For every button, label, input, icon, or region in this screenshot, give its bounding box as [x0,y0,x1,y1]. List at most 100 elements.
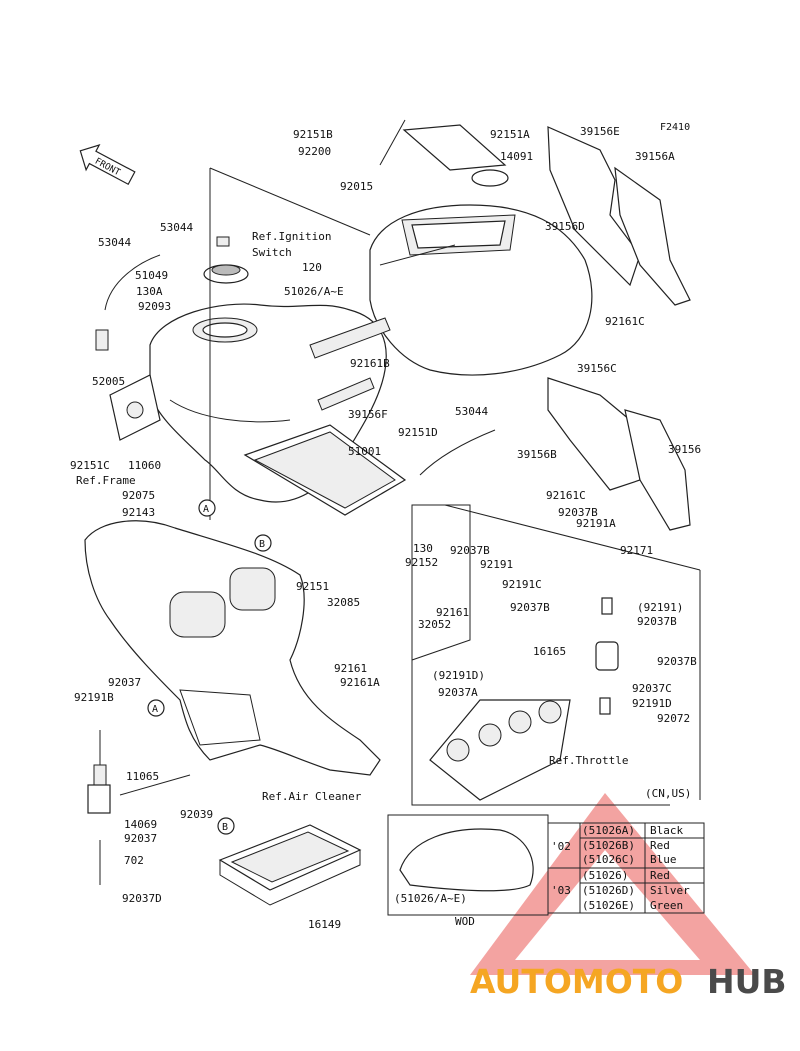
part-label: 16149 [308,918,341,931]
part-label: 92161 [334,662,367,675]
part-label: 92151C [70,459,110,472]
callout-labels: 92151B 92200 92015 92151A 14091 39156E 3… [70,125,701,931]
table-part: (51026) [582,869,628,882]
part-label: 92075 [122,489,155,502]
leader-lines [119,119,701,800]
part-label: 92200 [298,145,331,158]
hoses [87,254,496,885]
table-part: (51026A) [582,824,635,837]
part-label: 92151A [490,128,530,141]
part-label: 51026/A~E [284,285,344,298]
part-label: (51026/A~E) [394,892,467,905]
part-label: 130A [136,285,163,298]
part-label: 92161A [340,676,380,689]
table-part: (51026E) [582,899,635,912]
part-label: 92037B [637,615,677,628]
part-label: 14091 [500,150,533,163]
part-label: 92037 [108,676,141,689]
part-label: 92037B [558,506,598,519]
marker-a-2: A [152,704,158,715]
part-label: 92191A [576,517,616,530]
watermark-text: AUTOMOTO HUB [470,962,787,1001]
part-label: 53044 [160,221,193,234]
side-covers [547,126,691,531]
inset-box [387,814,705,916]
part-label: 39156A [635,150,675,163]
part-label: Ref.Throttle [549,754,628,767]
front-arrow-icon: FRONT [79,144,136,186]
table-year: '03 [551,884,571,897]
part-label: 92037A [438,686,478,699]
table-part: (51026D) [582,884,635,897]
table-color: Red [650,839,670,852]
part-label: 92191C [502,578,542,591]
part-label: 92161 [436,606,469,619]
watermark-right: HUB [707,962,787,1001]
part-label: 39156F [348,408,388,421]
part-label: 51001 [348,445,381,458]
part-label: 702 [124,854,144,867]
table-color: Black [650,824,683,837]
part-label: 51049 [135,269,168,282]
table-part: (51026C) [582,853,635,866]
tray-assembly [243,424,407,516]
part-label: 53044 [98,236,131,249]
part-label: 39156D [545,220,585,233]
fuel-filter [595,597,619,715]
part-label: 39156C [577,362,617,375]
part-label: 130 [413,542,433,555]
part-label: 52005 [92,375,125,388]
marker-circles: A B A B [147,499,272,835]
part-label: 11060 [128,459,161,472]
part-label: WOD [455,915,475,928]
part-label: 92191B [74,691,114,704]
part-label: 32085 [327,596,360,609]
rubber-strips [309,317,391,411]
figure-code: F2410 [660,122,690,133]
air-filter [218,824,362,906]
watermark-left: AUTOMOTO [470,962,683,1001]
part-label: 32052 [418,618,451,631]
marker-b-2: B [222,822,228,833]
part-label: 14069 [124,818,157,831]
tank-cover [369,124,593,376]
part-label: 92072 [657,712,690,725]
part-label: Switch [252,246,292,259]
part-label: Ref.Frame [76,474,136,487]
part-label: 92093 [138,300,171,313]
part-label: Ref.Air Cleaner [262,790,362,803]
part-label: 39156E [580,125,620,138]
table-color: Red [650,869,670,882]
part-label: 92171 [620,544,653,557]
part-label: 92191 [480,558,513,571]
part-label: 92037D [122,892,162,905]
marker-b-1: B [259,539,265,550]
part-label: Ref.Ignition [252,230,331,243]
part-label: 92191D [632,697,672,710]
marker-a-1: A [203,504,209,515]
part-label: 92152 [405,556,438,569]
part-label: (92191D) [432,669,485,682]
part-label: 92037B [450,544,490,557]
frame [84,520,381,776]
part-label: 92151 [296,580,329,593]
part-label: 11065 [126,770,159,783]
part-label: 92151D [398,426,438,439]
part-label: 92037B [657,655,697,668]
table-year: '02 [551,840,571,853]
part-label: 92161C [546,489,586,502]
part-label: 92037C [632,682,672,695]
part-label: 92037B [510,601,550,614]
table-color: Green [650,899,683,912]
fuel-pump [109,374,161,441]
part-label: 120 [302,261,322,274]
part-label: 53044 [455,405,488,418]
part-label: (CN,US) [645,787,691,800]
part-label: 92015 [340,180,373,193]
part-label: (92191) [637,601,683,614]
watermark-logo [470,793,755,975]
table-part: (51026B) [582,839,635,852]
part-label: 92161C [605,315,645,328]
part-label: 92039 [180,808,213,821]
